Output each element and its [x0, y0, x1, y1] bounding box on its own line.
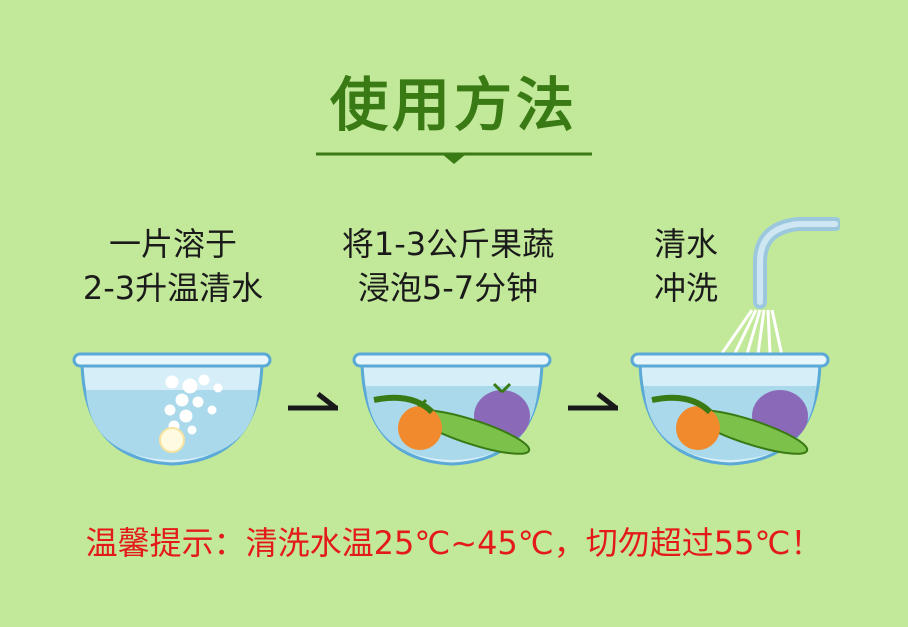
step-1-line-2: 2-3升温清水 [82, 269, 264, 307]
step-3-text: 清水 冲洗 [636, 222, 736, 310]
arrow-right-icon [288, 392, 338, 411]
warm-tip: 温馨提示：清洗水温25℃~45℃，切勿超过55℃！ [85, 524, 823, 562]
arrow-right-icon [568, 392, 618, 411]
bowl-tablet-bubbles-icon [72, 352, 272, 466]
step-1-text: 一片溶于 2-3升温清水 [58, 222, 288, 310]
step-2-line-1: 将1-3公斤果蔬 [341, 225, 555, 263]
step-2-text: 将1-3公斤果蔬 浸泡5-7分钟 [318, 222, 578, 310]
title-underline [316, 152, 592, 164]
bowl-vegetables-icon [352, 352, 552, 466]
step-3-line-2: 冲洗 [653, 269, 718, 307]
page-title: 使用方法 [329, 71, 578, 139]
step-2-line-2: 浸泡5-7分钟 [357, 269, 539, 307]
step-1-line-1: 一片溶于 [108, 225, 237, 263]
bowl-rinse-icon [630, 217, 840, 466]
step-3-line-1: 清水 [653, 225, 718, 263]
